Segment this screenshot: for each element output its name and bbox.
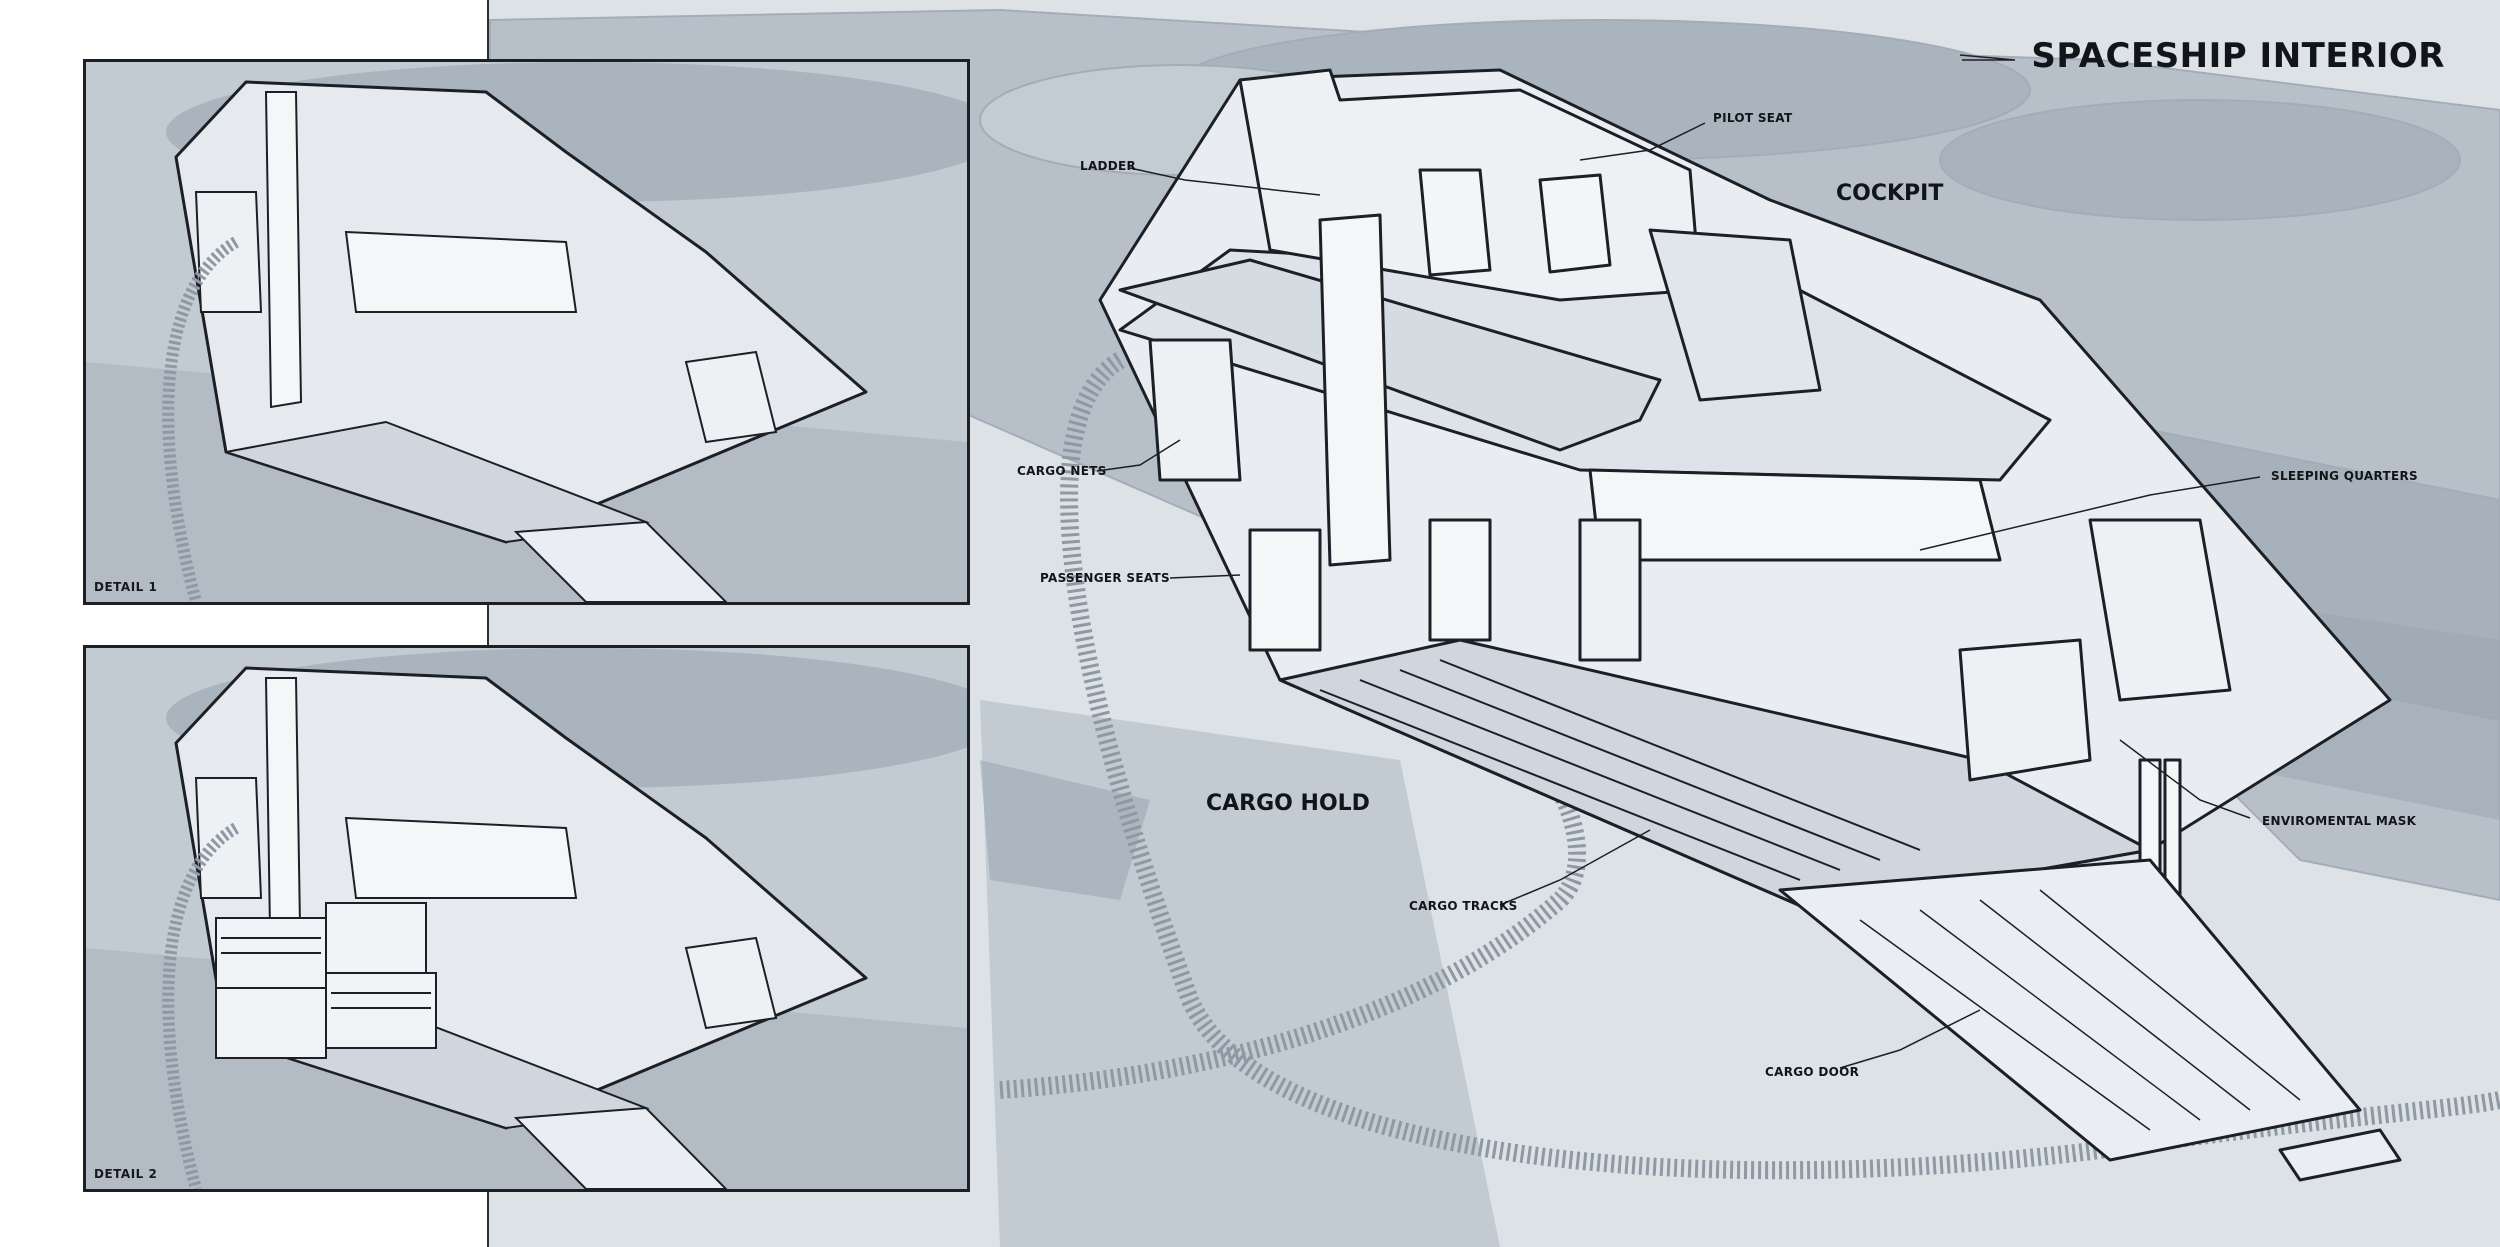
detail-panel-1: DETAIL 1 bbox=[83, 59, 970, 605]
detail-caption-2: DETAIL 2 bbox=[94, 1167, 158, 1181]
detail-caption-1: DETAIL 1 bbox=[94, 580, 158, 594]
callout-cargo-nets: CARGO NETS bbox=[1017, 464, 1107, 478]
cargo-track-lines bbox=[1319, 659, 1921, 881]
detail-2-illustration bbox=[86, 648, 967, 1189]
ramp-texture bbox=[1859, 889, 2301, 1131]
callout-enviromental-mask: ENVIROMENTAL MASK bbox=[2262, 814, 2417, 828]
callout-passenger-seats: PASSENGER SEATS bbox=[1040, 571, 1170, 585]
callout-sleeping-quarters: SLEEPING QUARTERS bbox=[2271, 469, 2418, 483]
callout-ladder: LADDER bbox=[1080, 159, 1137, 173]
zone-label-cockpit: COCKPIT bbox=[1836, 181, 1944, 206]
callout-pilot-seat: PILOT SEAT bbox=[1713, 111, 1793, 125]
callout-leaders bbox=[1096, 54, 2261, 1069]
interior-cutaway bbox=[1098, 68, 2402, 1182]
detail-panel-2: DETAIL 2 bbox=[83, 645, 970, 1192]
page-title: SPACESHIP INTERIOR bbox=[2031, 36, 2445, 76]
callout-cargo-door: CARGO DOOR bbox=[1765, 1065, 1860, 1079]
cargo-crates bbox=[215, 902, 437, 1059]
zone-label-cargo-hold: CARGO HOLD bbox=[1206, 791, 1370, 816]
callout-cargo-tracks: CARGO TRACKS bbox=[1409, 899, 1518, 913]
detail-1-illustration bbox=[86, 62, 967, 602]
